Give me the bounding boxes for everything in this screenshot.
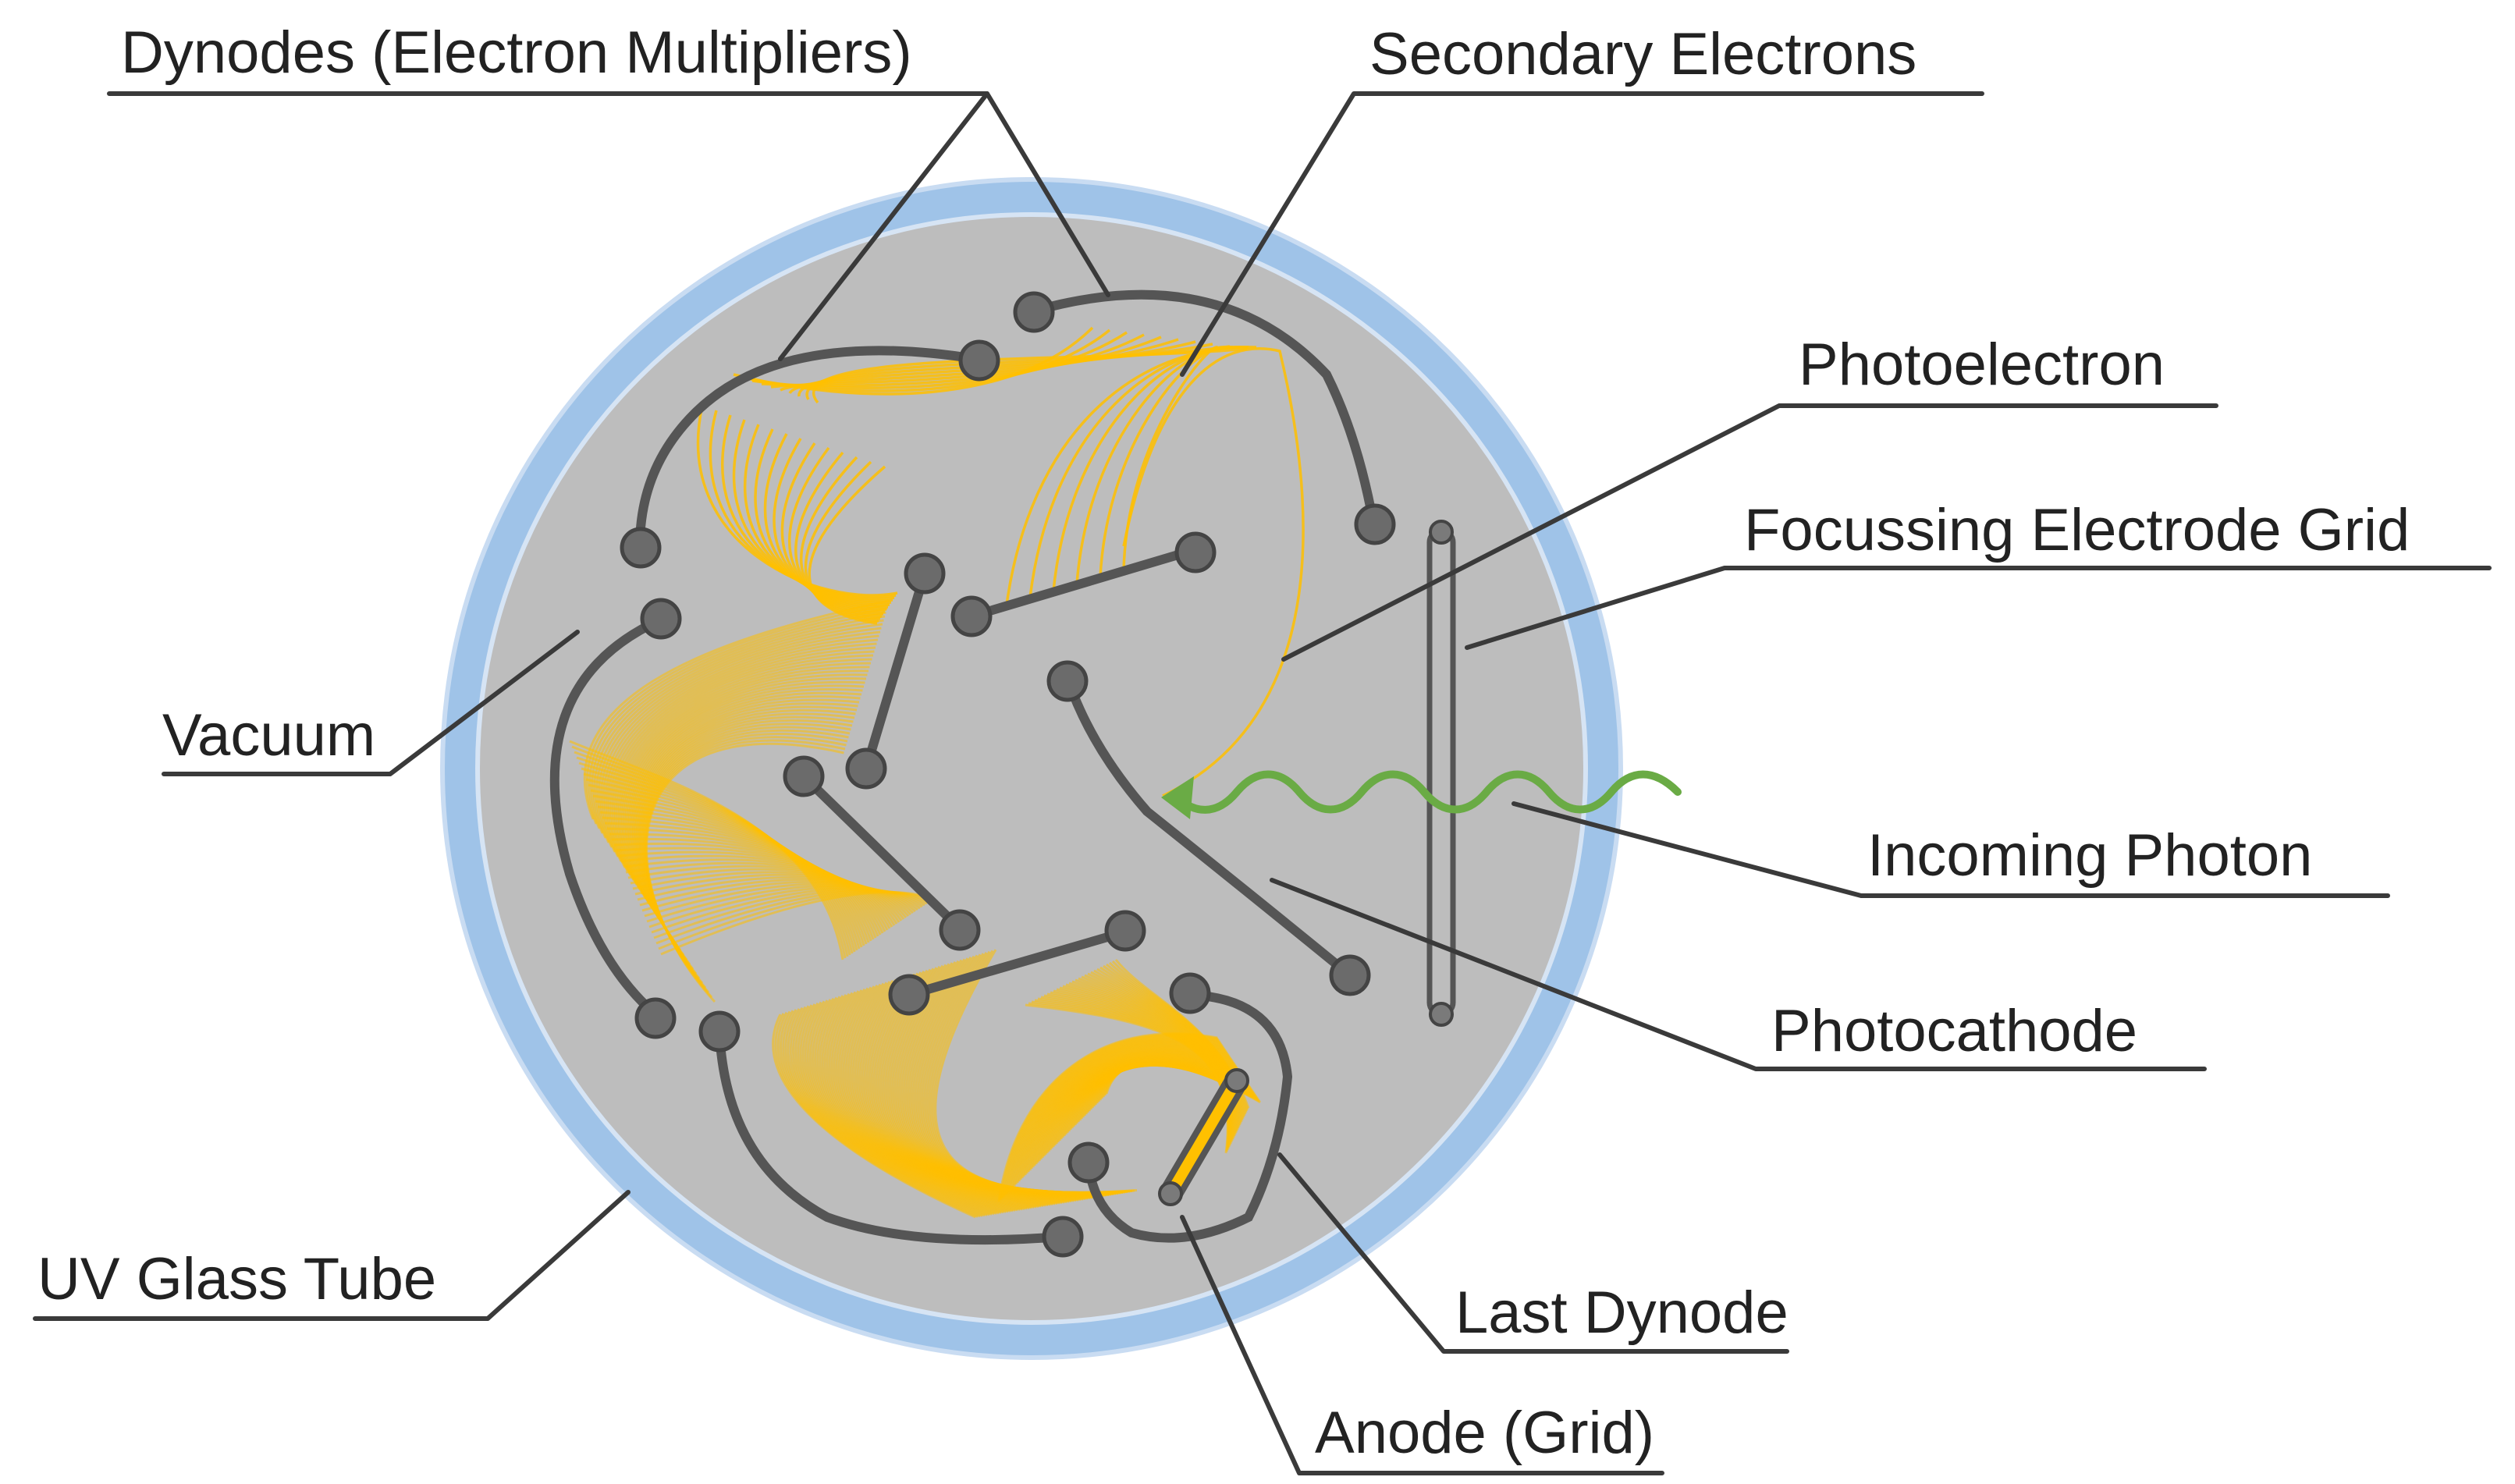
electron-path <box>646 884 921 923</box>
electron-path <box>634 873 910 917</box>
anode-grid <box>1158 1068 1249 1206</box>
electron-path <box>592 794 868 945</box>
label-last-dynode: Last Dynode <box>1455 1280 1789 1346</box>
label-dynodes: Dynodes (Electron Multipliers) <box>121 20 912 86</box>
electron-path <box>604 634 879 862</box>
electron-path <box>773 438 887 611</box>
electron-path <box>637 876 912 916</box>
dynode-lower <box>904 928 1128 999</box>
electron-path <box>597 623 883 848</box>
electron-path <box>612 650 875 881</box>
electron-path <box>602 630 881 857</box>
electron-path <box>602 816 877 939</box>
electron-path <box>609 833 884 934</box>
dynode-bottom-big <box>715 1027 1066 1245</box>
label-incoming-photon: Incoming Photon <box>1867 822 2312 889</box>
electron-path <box>604 822 879 937</box>
electron-path <box>599 627 882 853</box>
electron-path <box>639 879 915 914</box>
label-secondary-electrons: Secondary Electrons <box>1369 21 1916 87</box>
focussing-electrode-grid <box>1426 520 1456 1027</box>
electron-path <box>616 847 891 929</box>
electron-path <box>585 603 889 825</box>
electron-path <box>754 428 890 606</box>
electron-path <box>632 871 908 918</box>
label-uv-glass-tube: UV Glass Tube <box>37 1246 436 1312</box>
last-dynode <box>1084 990 1293 1243</box>
label-photoelectron: Photoelectron <box>1799 332 2165 398</box>
electron-path <box>780 442 886 613</box>
electron-path <box>660 891 935 956</box>
electron-path <box>696 405 898 597</box>
photoelectron-path <box>1122 346 1305 797</box>
dynodes <box>549 289 1378 1245</box>
electron-path <box>625 861 900 923</box>
electron-path <box>606 827 882 935</box>
electron-path <box>590 789 865 946</box>
electron-path <box>588 607 888 829</box>
label-photocathode: Photocathode <box>1771 998 2137 1064</box>
electron-path <box>597 805 872 942</box>
electron-path <box>630 868 905 920</box>
electron-path <box>763 433 889 609</box>
electron-path <box>800 456 881 620</box>
labels: Dynodes (Electron Multipliers) Secondary… <box>37 20 2410 1466</box>
dynode-center-diag <box>799 772 964 933</box>
label-anode: Anode (Grid) <box>1315 1400 1654 1466</box>
label-vacuum: Vacuum <box>162 702 375 769</box>
electron-path <box>812 347 1248 404</box>
electron-path <box>627 864 903 921</box>
electron-path <box>599 811 875 940</box>
dynode-top-right <box>1025 289 1378 527</box>
electron-path <box>610 646 876 876</box>
electron-path <box>618 850 893 928</box>
dynode-top-left <box>635 346 980 551</box>
electron-path <box>733 419 893 602</box>
electron-path <box>641 880 917 913</box>
dynode-mid-upper <box>967 545 1199 621</box>
dynode-mid-left <box>861 569 929 773</box>
leader-lines <box>33 91 2492 1475</box>
electron-path <box>743 424 892 605</box>
label-focussing-grid: Focussing Electrode Grid <box>1744 497 2410 563</box>
electron-path <box>613 842 889 931</box>
electron-path <box>644 882 918 918</box>
electron-path <box>934 949 1138 1194</box>
electron-path <box>611 837 886 932</box>
incoming-photon <box>1161 770 1682 819</box>
electron-path <box>721 414 895 601</box>
dynode-left-big <box>549 616 664 1019</box>
electron-path <box>623 858 898 925</box>
photocathode <box>1064 678 1355 980</box>
electron-path <box>595 800 870 943</box>
electrode-contacts <box>620 291 1396 1258</box>
electron-path <box>620 854 896 926</box>
electron-path <box>709 410 897 598</box>
electron-path <box>614 654 874 886</box>
